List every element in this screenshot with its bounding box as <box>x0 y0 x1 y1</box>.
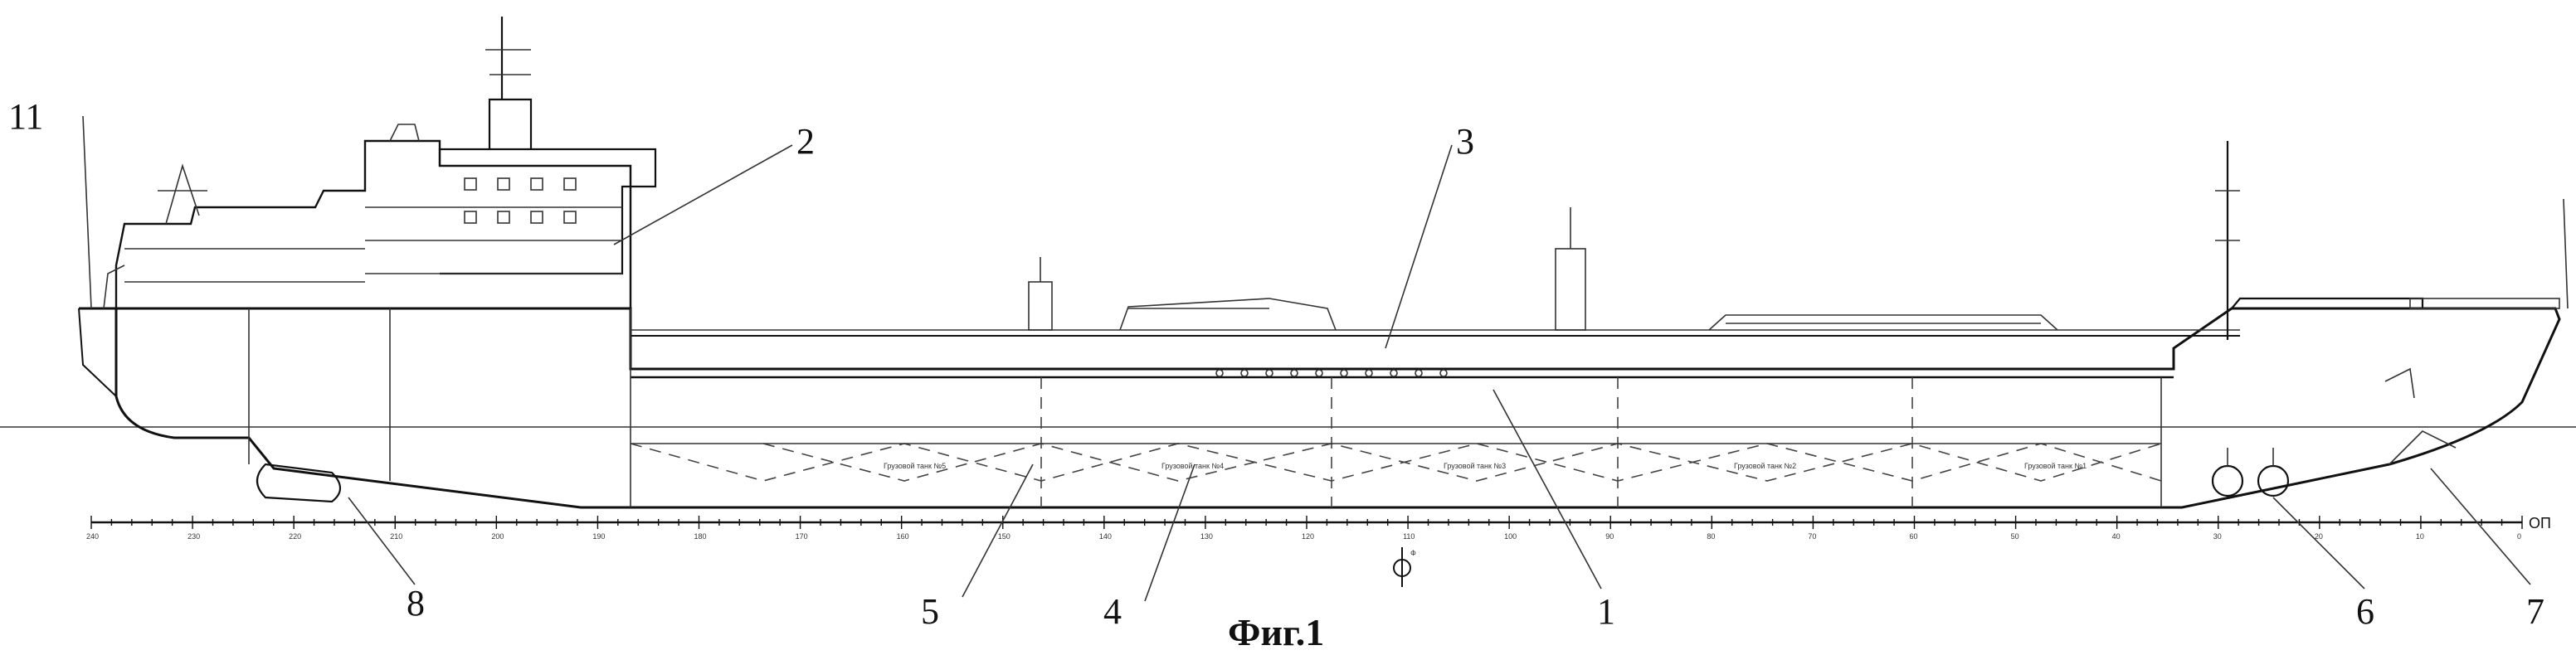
frame-number-label: 180 <box>694 532 707 541</box>
frame-number-label: 210 <box>390 532 402 541</box>
figure-caption: Фиг.1 <box>1228 611 1324 653</box>
deck-cranes <box>1028 207 2058 377</box>
stern-post <box>78 308 117 397</box>
frame-number-label: 140 <box>1099 532 1112 541</box>
frame-number-label: 120 <box>1302 532 1314 541</box>
frame-number-label: 110 <box>1403 532 1415 541</box>
aft-superstructure <box>103 17 657 309</box>
frame-number-label: 20 <box>2315 532 2323 541</box>
tank-label-1: Грузовой танк №1 <box>2024 462 2087 470</box>
bulkheads <box>248 308 2162 507</box>
forecastle <box>2215 141 2569 399</box>
frame-number-label: 40 <box>2112 532 2121 541</box>
frame-number-label: 230 <box>187 532 200 541</box>
frame-number-label: 150 <box>998 532 1010 541</box>
fore-perpendicular-label: ОП <box>2529 515 2551 531</box>
tank-label-5: Грузовой танк №5 <box>884 462 946 470</box>
callout-1: 1 <box>1597 591 1615 632</box>
frame-number-label: 30 <box>2213 532 2222 541</box>
bow-thrusters <box>2211 448 2290 497</box>
frame-number-label: 160 <box>897 532 909 541</box>
callout-3: 3 <box>1456 121 1474 162</box>
tank-label-4: Грузовой танк №4 <box>1161 462 1224 470</box>
frame-number-label: 90 <box>1605 532 1614 541</box>
tank-bracing <box>630 443 2162 482</box>
frame-number-label: 240 <box>86 532 99 541</box>
frame-number-label: 220 <box>289 532 301 541</box>
tank-label-2: Грузовой танк №2 <box>1734 462 1796 470</box>
callout-11: 11 <box>8 96 43 137</box>
frame-number-label: 50 <box>2011 532 2019 541</box>
frame-number-label: 10 <box>2416 532 2424 541</box>
callout-7: 7 <box>2526 591 2544 632</box>
midship-mark <box>1393 547 1411 587</box>
hull-outline <box>79 307 2561 509</box>
frame-number-label: 130 <box>1200 532 1213 541</box>
frame-scale-ticks <box>90 516 2523 529</box>
frame-number-label: 100 <box>1504 532 1517 541</box>
callout-6: 6 <box>2356 591 2374 632</box>
callout-leaders <box>348 144 2531 602</box>
frame-number-label: 70 <box>1808 532 1816 541</box>
frame-number-label: 200 <box>491 532 504 541</box>
stern-mast-11 <box>82 115 92 309</box>
bow-forefoot <box>2389 430 2457 465</box>
tank-label-3: Грузовой танк №3 <box>1444 462 1506 470</box>
frame-number-label: 80 <box>1707 532 1715 541</box>
rudder <box>256 463 342 503</box>
callout-5: 5 <box>921 591 939 632</box>
callout-2: 2 <box>796 121 815 162</box>
callout-8: 8 <box>407 583 425 623</box>
frame-number-label: 0 <box>2517 532 2521 541</box>
frame-number-label: 190 <box>592 532 605 541</box>
frame-number-label: 60 <box>1910 532 1918 541</box>
callout-4: 4 <box>1103 591 1122 632</box>
frame-number-label: 170 <box>796 532 808 541</box>
midship-letter: Ф <box>1410 549 1416 557</box>
